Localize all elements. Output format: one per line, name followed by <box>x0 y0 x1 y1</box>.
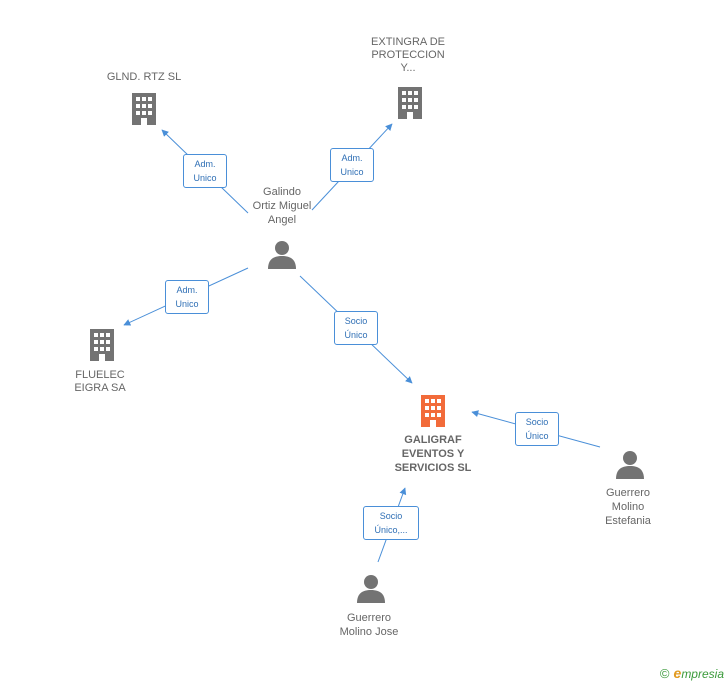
badge-line: Adm. <box>341 153 363 163</box>
badge-line: Adm. <box>176 285 198 295</box>
label-line: Estefania <box>605 515 651 527</box>
label-line: FLUELEC <box>75 369 125 381</box>
brand-initial: e <box>673 665 682 681</box>
label-line: EXTINGRA DE <box>371 36 445 48</box>
node-label-galigraf[interactable]: GALIGRAF EVENTOS Y SERVICIOS SL <box>373 433 493 475</box>
relation-badge-glnd[interactable]: Adm. Unico <box>183 154 227 188</box>
label-line: EVENTOS Y <box>401 448 465 460</box>
badge-line: Unico <box>193 173 217 183</box>
label-line: EIGRA SA <box>74 382 126 394</box>
person-icon[interactable] <box>267 240 297 270</box>
label-line: GLND. RTZ SL <box>106 71 182 83</box>
building-icon-main[interactable] <box>417 393 449 427</box>
node-label-estefania[interactable]: Guerrero Molino Estefania <box>568 486 688 528</box>
badge-line: Único,... <box>374 525 408 535</box>
building-icon[interactable] <box>128 91 160 125</box>
badge-line: Socio <box>525 417 549 427</box>
node-label-glnd[interactable]: GLND. RTZ SL <box>84 71 204 84</box>
node-label-jose[interactable]: Guerrero Molino Jose <box>309 611 429 639</box>
node-label-fluelec[interactable]: FLUELEC EIGRA SA <box>40 369 160 395</box>
node-label-extingra[interactable]: EXTINGRA DE PROTECCION Y... <box>348 36 468 75</box>
label-line: Guerrero <box>605 487 651 499</box>
badge-line: Socio <box>379 511 403 521</box>
brand-name: mpresia <box>681 667 724 681</box>
node-label-galindo[interactable]: Galindo Ortiz Miguel Angel <box>222 185 342 227</box>
relation-badge-jose-galigraf[interactable]: Socio Único,... <box>363 506 419 540</box>
badge-line: Socio <box>344 316 368 326</box>
label-line: Guerrero <box>346 612 392 624</box>
person-icon[interactable] <box>615 450 645 480</box>
label-line: PROTECCION <box>371 49 445 61</box>
badge-line: Adm. <box>194 159 216 169</box>
copyright-icon: © <box>659 666 670 681</box>
label-line: Molino <box>611 501 645 513</box>
person-icon[interactable] <box>356 574 386 604</box>
relation-badge-fluelec[interactable]: Adm. Unico <box>165 280 209 314</box>
label-line: Ortiz Miguel <box>252 200 312 212</box>
building-icon[interactable] <box>394 85 426 119</box>
label-line: SERVICIOS SL <box>394 462 472 474</box>
badge-line: Único <box>344 330 368 340</box>
relation-badge-estefania-galigraf[interactable]: Socio Único <box>515 412 559 446</box>
label-line: Galindo <box>263 186 301 198</box>
label-line: GALIGRAF <box>404 434 462 446</box>
brand-logo: ©empresia <box>660 665 724 681</box>
label-line: Y... <box>400 62 416 74</box>
badge-line: Unico <box>340 167 364 177</box>
label-line: Molino Jose <box>339 626 399 638</box>
label-line: Angel <box>267 214 297 226</box>
relation-badge-extingra[interactable]: Adm. Unico <box>330 148 374 182</box>
badge-line: Unico <box>175 299 199 309</box>
building-icon[interactable] <box>86 327 118 361</box>
relation-badge-galindo-galigraf[interactable]: Socio Único <box>334 311 378 345</box>
badge-line: Único <box>525 431 549 441</box>
